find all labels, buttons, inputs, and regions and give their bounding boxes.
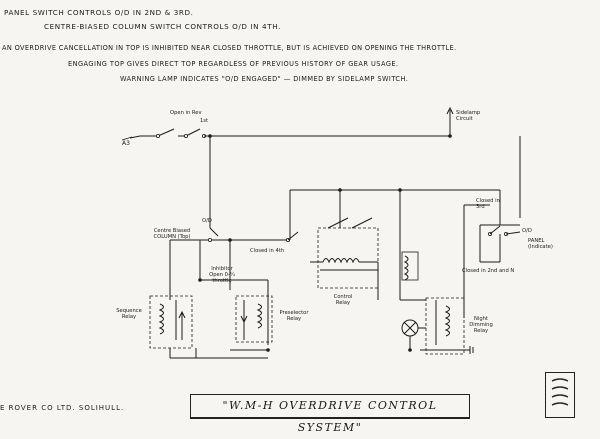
note-column-switch: Centre-Biased Column Switch Controls O/D… [44, 22, 281, 31]
resistor-coil [401, 251, 419, 281]
reverse-switch [121, 128, 450, 141]
maker-line: e Rover Co Ltd. Solihull. [0, 404, 125, 412]
label-closed-in-2nd-and-n: Closed in 2nd and N [462, 268, 515, 274]
control-relay [310, 205, 379, 300]
label-first-gear: 1st [200, 118, 209, 124]
label-closed-in-3rd: Closed in 3rd [476, 198, 500, 210]
label-od-right: O/D [522, 228, 532, 234]
note-engaging-top: Engaging Top Gives Direct Top Regardless… [68, 60, 399, 68]
note-cancellation: An Overdrive Cancellation in Top is Inhi… [2, 44, 457, 52]
night-dimming-relay [399, 240, 474, 355]
drawing-title: "W.M-H Overdrive Control System" [190, 394, 470, 434]
label-a3: A3 [122, 140, 130, 147]
label-closed-in-4th: Closed in 4th [250, 248, 285, 254]
label-inhibitor: Inhibitor Open 0-¼ throttle [209, 266, 235, 284]
maker-seal [545, 372, 575, 418]
label-panel: PANEL (Indicate) [528, 238, 553, 250]
sidelamp-feed [446, 106, 454, 136]
drawing-sheet: Panel Switch Controls O/D in 2nd & 3rd. … [0, 8, 575, 434]
label-preselector-relay: Preselector Relay [279, 310, 309, 322]
note-warning-lamp: Warning Lamp Indicates "O/D Engaged" — D… [120, 75, 409, 83]
label-open-in-rev: Open in Rev [170, 110, 202, 116]
preselector-relay [235, 295, 273, 343]
seal-mark-icon [551, 378, 569, 406]
note-panel-switch: Panel Switch Controls O/D in 2nd & 3rd. [4, 8, 194, 17]
column-switch [200, 227, 299, 242]
label-sequence-relay: Sequence Relay [116, 308, 142, 320]
label-centre-biased-column: Centre Biased COLUMN (Top) [153, 228, 191, 240]
label-od-left: O/D [202, 218, 212, 224]
label-sidelamp-circuit: Sidelamp Circuit [456, 110, 481, 122]
panel-switch [479, 224, 521, 263]
label-night-dimming-relay: Night Dimming Relay [469, 316, 493, 334]
circuit-diagram [121, 106, 521, 359]
sequence-relay [149, 295, 193, 349]
label-control-relay: Control Relay [333, 294, 353, 306]
